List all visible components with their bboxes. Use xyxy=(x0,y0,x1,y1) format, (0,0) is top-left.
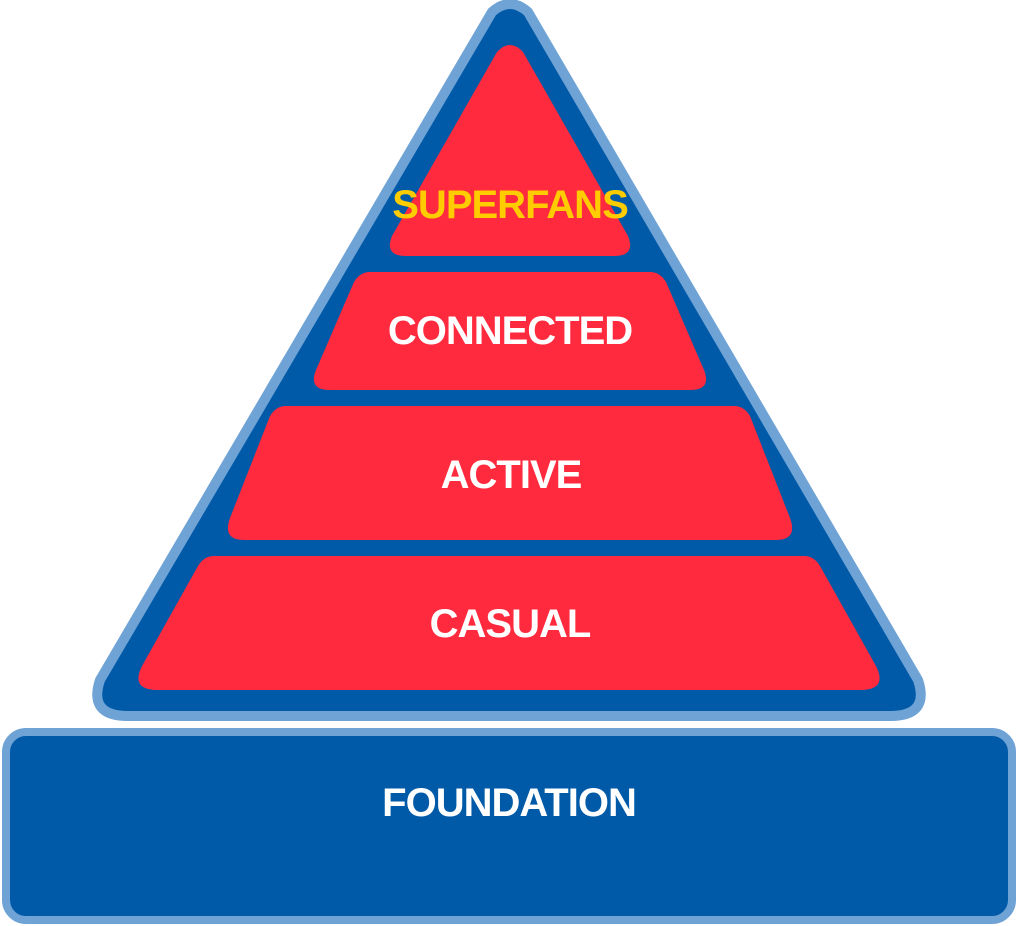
tier-active-label: ACTIVE xyxy=(441,453,582,497)
tier-superfans-label: SUPERFANS xyxy=(392,183,628,227)
foundation-base xyxy=(2,728,1016,924)
tier-connected-shape xyxy=(313,272,707,390)
tier-casual-shape xyxy=(138,556,880,690)
tier-superfans-shape xyxy=(389,45,631,256)
tier-connected-label: CONNECTED xyxy=(388,309,632,353)
foundation-label: FOUNDATION xyxy=(382,781,636,825)
tier-casual-label: CASUAL xyxy=(430,602,591,646)
tier-active-shape xyxy=(227,406,793,540)
